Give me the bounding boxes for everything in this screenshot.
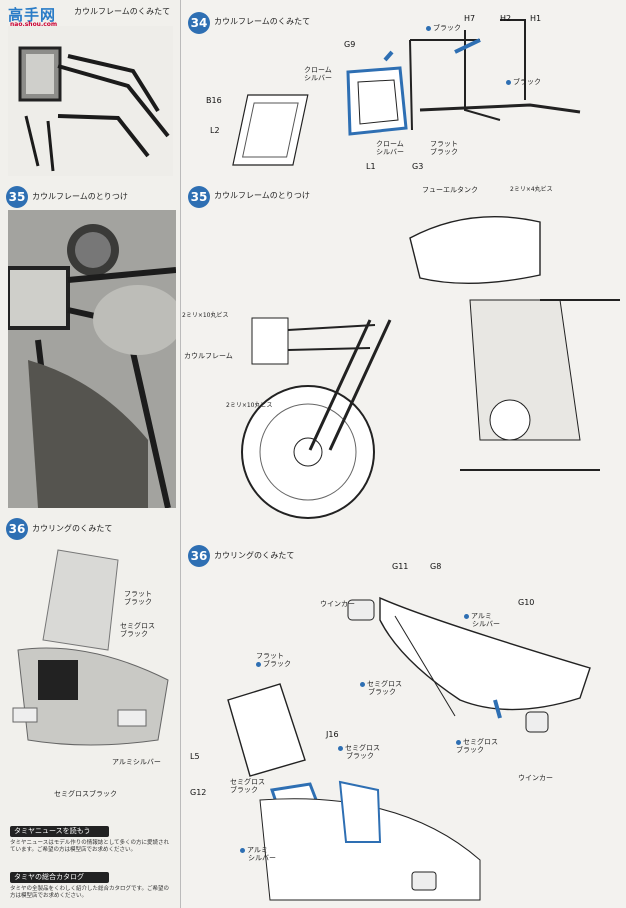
bike-front-photo-art	[8, 210, 176, 508]
watermark-title: 高手网	[8, 6, 57, 24]
s34-label-silver2: シルバー	[376, 148, 404, 156]
left-column: 高手网 nao.shou.com カウルフレームのくみたて 35 カウルフレーム…	[0, 0, 181, 908]
catalog-heading: タミヤの総合カタログ	[10, 872, 109, 883]
step34-left-title: カウルフレームのくみたて	[74, 7, 171, 16]
cowling-label-black2: ブラック	[120, 630, 148, 638]
part-g8: G8	[430, 562, 442, 571]
part-l2: L2	[210, 126, 220, 135]
step35-left-badge: 35	[6, 186, 28, 208]
step35-title: カウルフレームのとりつけ	[214, 191, 310, 200]
step35-diagram	[241, 215, 620, 519]
part-h7: H7	[464, 14, 476, 23]
step35-badge: 35	[188, 186, 210, 208]
cowl-frame-photo-art	[18, 46, 170, 172]
step34-diagram	[232, 19, 581, 166]
part-j16: J16	[326, 730, 339, 739]
photo-frame-mounted	[8, 210, 176, 508]
s34-label-flat: フラット	[430, 140, 458, 148]
cowling-label-alu: アルミシルバー	[112, 758, 161, 766]
watermark-logo: 高手网 nao.shou.com	[8, 4, 78, 30]
watermark-url: nao.shou.com	[10, 21, 58, 28]
step36-title: カウリングのくみたて	[214, 551, 295, 560]
s36-label-semi3: セミグロス	[230, 778, 265, 786]
s35-label-screw-top: 2ミリ×4丸ビス	[510, 186, 553, 193]
cowling-label-semigloss-black: セミグロスブラック	[54, 790, 117, 798]
news-text: タミヤニュースはモデル作りの情報誌として多くの方に愛読されています。ご希望の方は…	[10, 840, 170, 853]
s36-label-silver: シルバー	[472, 620, 500, 628]
s36-label-winker1: ウインカー	[320, 600, 355, 608]
s34-label-chrome1: クローム	[304, 66, 332, 74]
part-b16: B16	[206, 96, 222, 105]
s36-label-black3: ブラック	[230, 786, 258, 794]
s36-label-silver2: シルバー	[248, 854, 276, 862]
part-h2: H2	[500, 14, 512, 23]
s36-label-alu2: アルミ	[240, 846, 268, 854]
step36-badge: 36	[188, 545, 210, 567]
part-g9: G9	[344, 40, 356, 49]
cowling-label-flat: フラット	[124, 590, 152, 598]
s36-label-black1: ブラック	[368, 688, 396, 696]
s36-label-winker2: ウインカー	[518, 774, 553, 782]
part-g11: G11	[392, 562, 409, 571]
part-g12: G12	[190, 788, 207, 797]
step34-badge: 34	[188, 12, 210, 34]
s36-label-semi1: セミグロス	[360, 680, 402, 688]
s34-label-silver1: シルバー	[304, 74, 332, 82]
step36-diagram	[227, 596, 591, 901]
cowling-photo-art	[12, 549, 169, 746]
step36-left-title: カウリングのくみたて	[32, 524, 113, 533]
step35-left-title: カウルフレームのとりつけ	[32, 192, 128, 201]
step34-title: カウルフレームのくみたて	[214, 17, 311, 26]
s36-label-black4: ブラック	[456, 746, 484, 754]
part-h1: H1	[530, 14, 542, 23]
s34-label-black-right: ブラック	[506, 78, 541, 86]
step36-left-badge: 36	[6, 518, 28, 540]
catalog-text: タミヤの全製品をくわしく紹介した総合カタログです。ご希望の方は模型店でお求めくだ…	[10, 886, 169, 899]
s35-label-screw-bottom: 2ミリ×10丸ビス	[226, 402, 273, 409]
s34-label-black-top: ブラック	[426, 24, 461, 32]
part-l5: L5	[190, 752, 200, 761]
news-heading: タミヤニュースを読もう	[10, 826, 109, 837]
s34-label-black2: ブラック	[430, 148, 458, 156]
s36-label-semi2: セミグロス	[338, 744, 380, 752]
s36-label-flat: フラット	[256, 652, 284, 660]
right-column: 34 カウルフレームのくみたて H7 H2 H1 G9 B16 L2 L1 G3…	[180, 0, 626, 908]
s36-label-black-flat: ブラック	[256, 660, 291, 668]
photo-cowl-frame	[8, 26, 173, 176]
s35-label-screw-left: 2ミリ×10丸ビス	[182, 312, 229, 319]
s34-label-chrome2: クローム	[376, 140, 404, 148]
s36-label-black2: ブラック	[346, 752, 374, 760]
photo-cowling: フラット ブラック セミグロス ブラック アルミシルバー セミグロスブラック	[8, 540, 176, 810]
part-l1: L1	[366, 162, 376, 171]
cowling-label-black: ブラック	[124, 598, 152, 606]
part-g3: G3	[412, 162, 424, 171]
s36-label-alu: アルミ	[464, 612, 492, 620]
s36-label-semi4: セミグロス	[456, 738, 498, 746]
s35-label-cowl-frame: カウルフレーム	[184, 352, 233, 360]
part-g10: G10	[518, 598, 535, 607]
s35-label-fuel-tank: フューエルタンク	[422, 186, 478, 194]
cowling-label-semigloss: セミグロス	[120, 622, 155, 630]
